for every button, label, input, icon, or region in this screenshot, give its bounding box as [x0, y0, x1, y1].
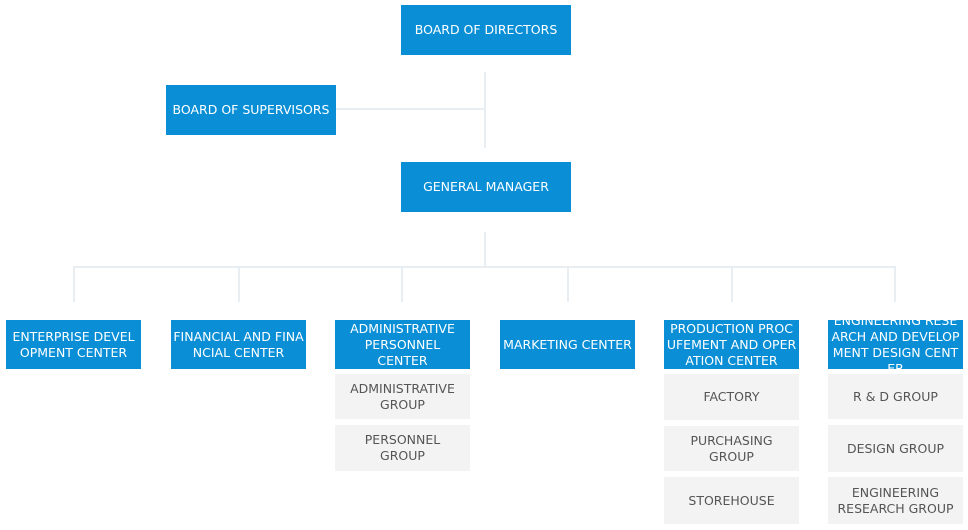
group-label: DESIGN GROUP	[846, 440, 945, 456]
connector-line	[894, 266, 896, 302]
connector-line	[73, 266, 75, 302]
board-of-directors-box: BOARD OF DIRECTORS	[401, 5, 571, 55]
group-box-rd: R & D GROUP	[828, 374, 963, 419]
connector-line	[484, 72, 486, 148]
department-label: ENGINEERING RESEARCH AND DEVELOPMENT DES…	[831, 312, 960, 376]
group-box-engineering-research: ENGINEERING RESEARCH GROUP	[828, 477, 963, 524]
connector-line	[238, 266, 240, 302]
group-box-purchasing: PURCHASING GROUP	[664, 426, 799, 471]
group-label: PURCHASING GROUP	[690, 432, 773, 464]
group-label: ADMINISTRATIVE GROUP	[350, 380, 455, 412]
department-label: FINANCIAL AND FINANCIAL CENTER	[173, 328, 304, 360]
group-box-design: DESIGN GROUP	[828, 425, 963, 472]
connector-line	[401, 266, 403, 302]
group-box-administrative: ADMINISTRATIVE GROUP	[335, 374, 470, 419]
department-box-production-procurement: PRODUCTION PROCUFEMENT AND OPERATION CEN…	[664, 320, 799, 369]
department-label: ENTERPRISE DEVELOPMENT CENTER	[12, 328, 135, 360]
connector-line	[731, 266, 733, 302]
general-manager-box: GENERAL MANAGER	[401, 162, 571, 212]
board-of-directors-label: BOARD OF DIRECTORS	[414, 22, 558, 37]
general-manager-label: GENERAL MANAGER	[423, 179, 549, 194]
group-box-factory: FACTORY	[664, 374, 799, 420]
department-box-marketing: MARKETING CENTER	[500, 320, 635, 369]
department-box-enterprise-development: ENTERPRISE DEVELOPMENT CENTER	[6, 320, 141, 369]
group-label: ENGINEERING RESEARCH GROUP	[837, 484, 954, 516]
group-box-storehouse: STOREHOUSE	[664, 477, 799, 524]
connector-line	[567, 266, 569, 302]
group-label: PERSONNEL GROUP	[364, 432, 441, 463]
department-box-financial: FINANCIAL AND FINANCIAL CENTER	[171, 320, 306, 369]
department-label: ADMINISTRATIVE PERSONNEL CENTER	[350, 320, 455, 368]
group-label: FACTORY	[703, 389, 760, 404]
department-label: PRODUCTION PROCUFEMENT AND OPERATION CEN…	[666, 320, 797, 368]
connector-line	[484, 232, 486, 266]
group-label: STOREHOUSE	[688, 492, 775, 508]
department-box-administrative-personnel: ADMINISTRATIVE PERSONNEL CENTER	[335, 320, 470, 369]
department-label: MARKETING CENTER	[503, 336, 632, 352]
connector-line	[336, 108, 484, 110]
connector-line	[73, 266, 896, 268]
board-of-supervisors-label: BOARD OF SUPERVISORS	[172, 102, 330, 117]
group-label: R & D GROUP	[853, 388, 938, 404]
department-box-engineering-rd: ENGINEERING RESEARCH AND DEVELOPMENT DES…	[828, 313, 963, 376]
board-of-supervisors-box: BOARD OF SUPERVISORS	[166, 85, 336, 135]
group-box-personnel: PERSONNEL GROUP	[335, 425, 470, 471]
